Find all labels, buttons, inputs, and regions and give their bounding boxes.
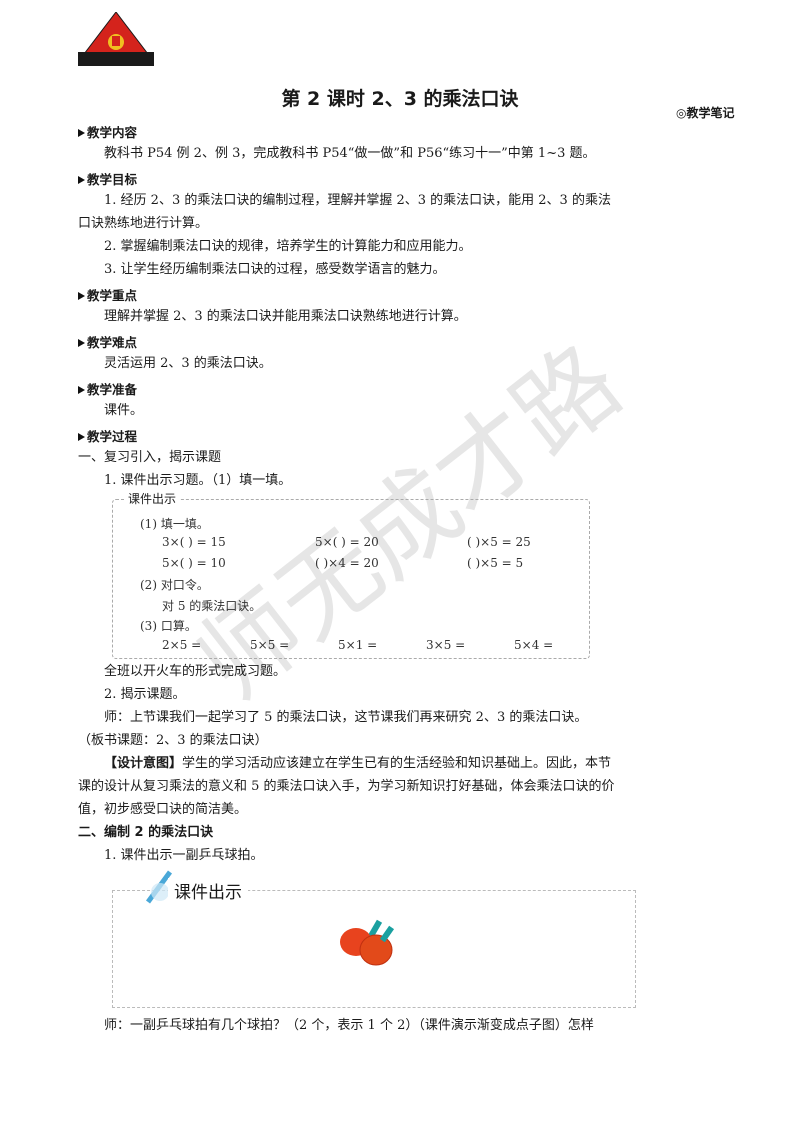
ping-pong-paddles-image	[340, 919, 395, 966]
courseware-label-2: 课件出示	[168, 878, 248, 903]
footer-text-1: 师：一副乒乓球拍有几个球拍？（2 个，表示 1 个 2）（课件演示渐变成点子图）…	[104, 1018, 594, 1033]
after-box1: 全班以开火车的形式完成习题。 2. 揭示课题。 师：上节课我们一起学习了 5 的…	[78, 660, 618, 867]
teaching-notes-label: ◎教学笔记	[676, 106, 735, 120]
fill-r1c3: ( )×5 = 25	[467, 535, 531, 549]
difficulty-text: 灵活运用 2、3 的乘法口诀。	[104, 356, 272, 371]
calc-3: 5×1 =	[338, 638, 378, 652]
triangle-icon	[78, 129, 85, 137]
section-heading-content: 教学内容	[78, 124, 618, 142]
q2-text: 对 5 的乘法口诀。	[162, 599, 262, 613]
step-1: 一、复习引入，揭示课题	[78, 450, 222, 465]
section-heading-goals: 教学目标	[78, 171, 618, 189]
content-text: 教科书 P54 例 2、例 3，完成教科书 P54“做一做”和 P56“练习十一…	[104, 146, 596, 161]
q3-label: (3) 口算。	[140, 619, 197, 633]
step-2-1: 1. 课件出示一副乒乓球拍。	[104, 848, 264, 863]
design-intent: 【设计意图】学生的学习活动应该建立在学生已有的生活经验和知识基础上。因此，本节课…	[78, 752, 618, 821]
after-text-4: （板书课题：2、3 的乘法口诀）	[78, 733, 268, 748]
triangle-icon	[78, 292, 85, 300]
key-text: 理解并掌握 2、3 的乘法口诀并能用乘法口诀熟练地进行计算。	[104, 309, 467, 324]
step-2: 二、编制 2 的乘法口诀	[78, 825, 214, 840]
goal-2: 2. 掌握编制乘法口诀的规律，培养学生的计算能力和应用能力。	[104, 239, 472, 254]
prep-text: 课件。	[104, 403, 144, 418]
fill-r1c2: 5×( ) = 20	[315, 535, 379, 549]
step-1-1: 1. 课件出示习题。（1）填一填。	[104, 473, 292, 488]
q1-label: (1) 填一填。	[140, 517, 209, 531]
fill-r2c2: ( )×4 = 20	[315, 556, 379, 570]
triangle-icon	[78, 339, 85, 347]
fill-r2c3: ( )×5 = 5	[467, 556, 524, 570]
courseware-label-1: 课件出示	[124, 490, 181, 507]
calc-5: 5×4 =	[514, 638, 554, 652]
fill-r2c1: 5×( ) = 10	[162, 556, 226, 570]
section-heading-process: 教学过程	[78, 428, 618, 446]
goal-3: 3. 让学生经历编制乘法口诀的过程，感受数学语言的魅力。	[104, 262, 446, 277]
triangle-icon	[78, 176, 85, 184]
calc-2: 5×5 =	[250, 638, 290, 652]
triangle-icon	[78, 433, 85, 441]
lesson-content: 教学内容 教科书 P54 例 2、例 3，完成教科书 P54“做一做”和 P56…	[78, 118, 618, 492]
goal-1: 1. 经历 2、3 的乘法口诀的编制过程，理解并掌握 2、3 的乘法口诀，能用 …	[78, 193, 611, 231]
after-text-2: 2. 揭示课题。	[104, 687, 186, 702]
section-heading-prep: 教学准备	[78, 381, 618, 399]
q2-label: (2) 对口令。	[140, 578, 209, 592]
lesson-title: 第 2 课时 2、3 的乘法口诀	[281, 88, 519, 110]
publisher-logo	[76, 11, 156, 70]
courseware-box-2	[112, 890, 636, 1008]
design-tag: 【设计意图】	[104, 756, 183, 771]
courseware-tab-icon	[145, 870, 173, 904]
section-heading-key: 教学重点	[78, 287, 618, 305]
calc-1: 2×5 =	[162, 638, 202, 652]
after-text-3: 师：上节课我们一起学习了 5 的乘法口诀，这节课我们再来研究 2、3 的乘法口诀…	[104, 710, 588, 725]
section-heading-difficulty: 教学难点	[78, 334, 618, 352]
after-text-1: 全班以开火车的形式完成习题。	[104, 664, 287, 679]
courseware-box-1	[112, 499, 590, 659]
design-text: 学生的学习活动应该建立在学生已有的生活经验和知识基础上。因此，本节课的设计从复习…	[78, 756, 615, 817]
triangle-icon	[78, 386, 85, 394]
calc-4: 3×5 =	[426, 638, 466, 652]
fill-r1c1: 3×( ) = 15	[162, 535, 226, 549]
